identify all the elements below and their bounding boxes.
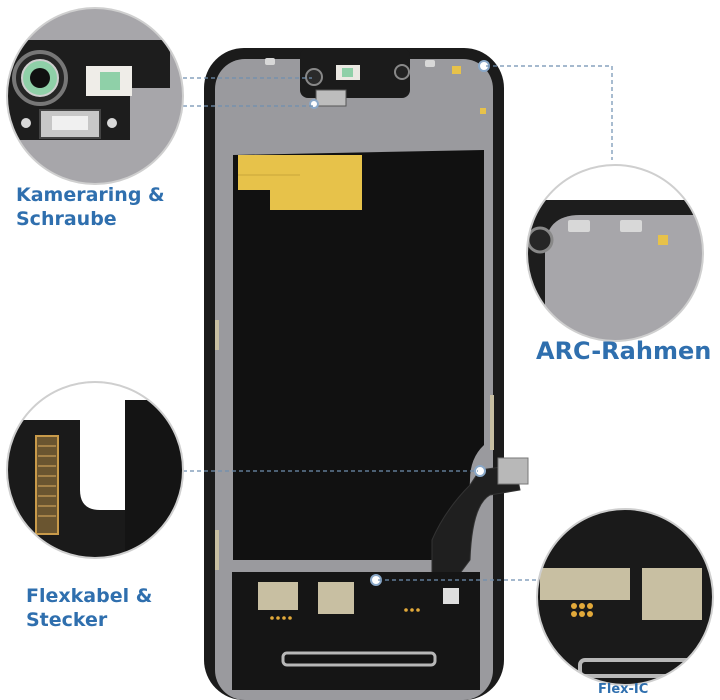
leader-lines [183, 65, 613, 581]
callout-dot [309, 99, 319, 109]
screw-icon [107, 118, 117, 128]
display-assembly [204, 48, 529, 700]
flex-cable [431, 464, 521, 581]
screw-icon [265, 58, 275, 65]
callout-flex-line2: Stecker [26, 608, 108, 631]
camera-ring-icon [527, 226, 554, 254]
ic-chip [642, 568, 702, 620]
callout-camera-ring: Kameraring & Schraube [16, 184, 165, 232]
ic-chip [318, 582, 354, 614]
callout-dot [474, 465, 486, 477]
callout-arc-frame: ARC-Rahmen [536, 336, 711, 366]
ic-chip [258, 582, 298, 610]
callout-flex-ic: Flex-IC [598, 682, 648, 698]
screw-icon [568, 220, 590, 232]
callout-flex-cable: Flexkabel & Stecker [26, 585, 152, 633]
callout-flex-line1: Flexkabel & [26, 585, 153, 607]
black-shield [233, 150, 484, 560]
zoom-camera-ring [6, 7, 184, 185]
screw-icon [21, 118, 31, 128]
connector-pins [35, 435, 59, 535]
callout-flexic-line1: Flex-IC [598, 682, 649, 697]
screw-icon [425, 60, 435, 67]
ic-chip [540, 568, 630, 600]
zoom-arc-frame [526, 164, 704, 342]
callout-camera-line1: Kameraring & [16, 184, 165, 206]
callout-camera-line2: Schraube [16, 207, 117, 230]
bottom-bracket [281, 651, 437, 667]
yellow-tape [238, 155, 362, 210]
connector-plug [497, 457, 529, 485]
camera-ring-icon [305, 68, 323, 86]
zoom-flex-ic [536, 508, 714, 686]
screw-icon [620, 220, 642, 232]
callout-arc-line1: ARC-Rahmen [536, 337, 712, 365]
zoom-flex-connector [6, 381, 184, 559]
